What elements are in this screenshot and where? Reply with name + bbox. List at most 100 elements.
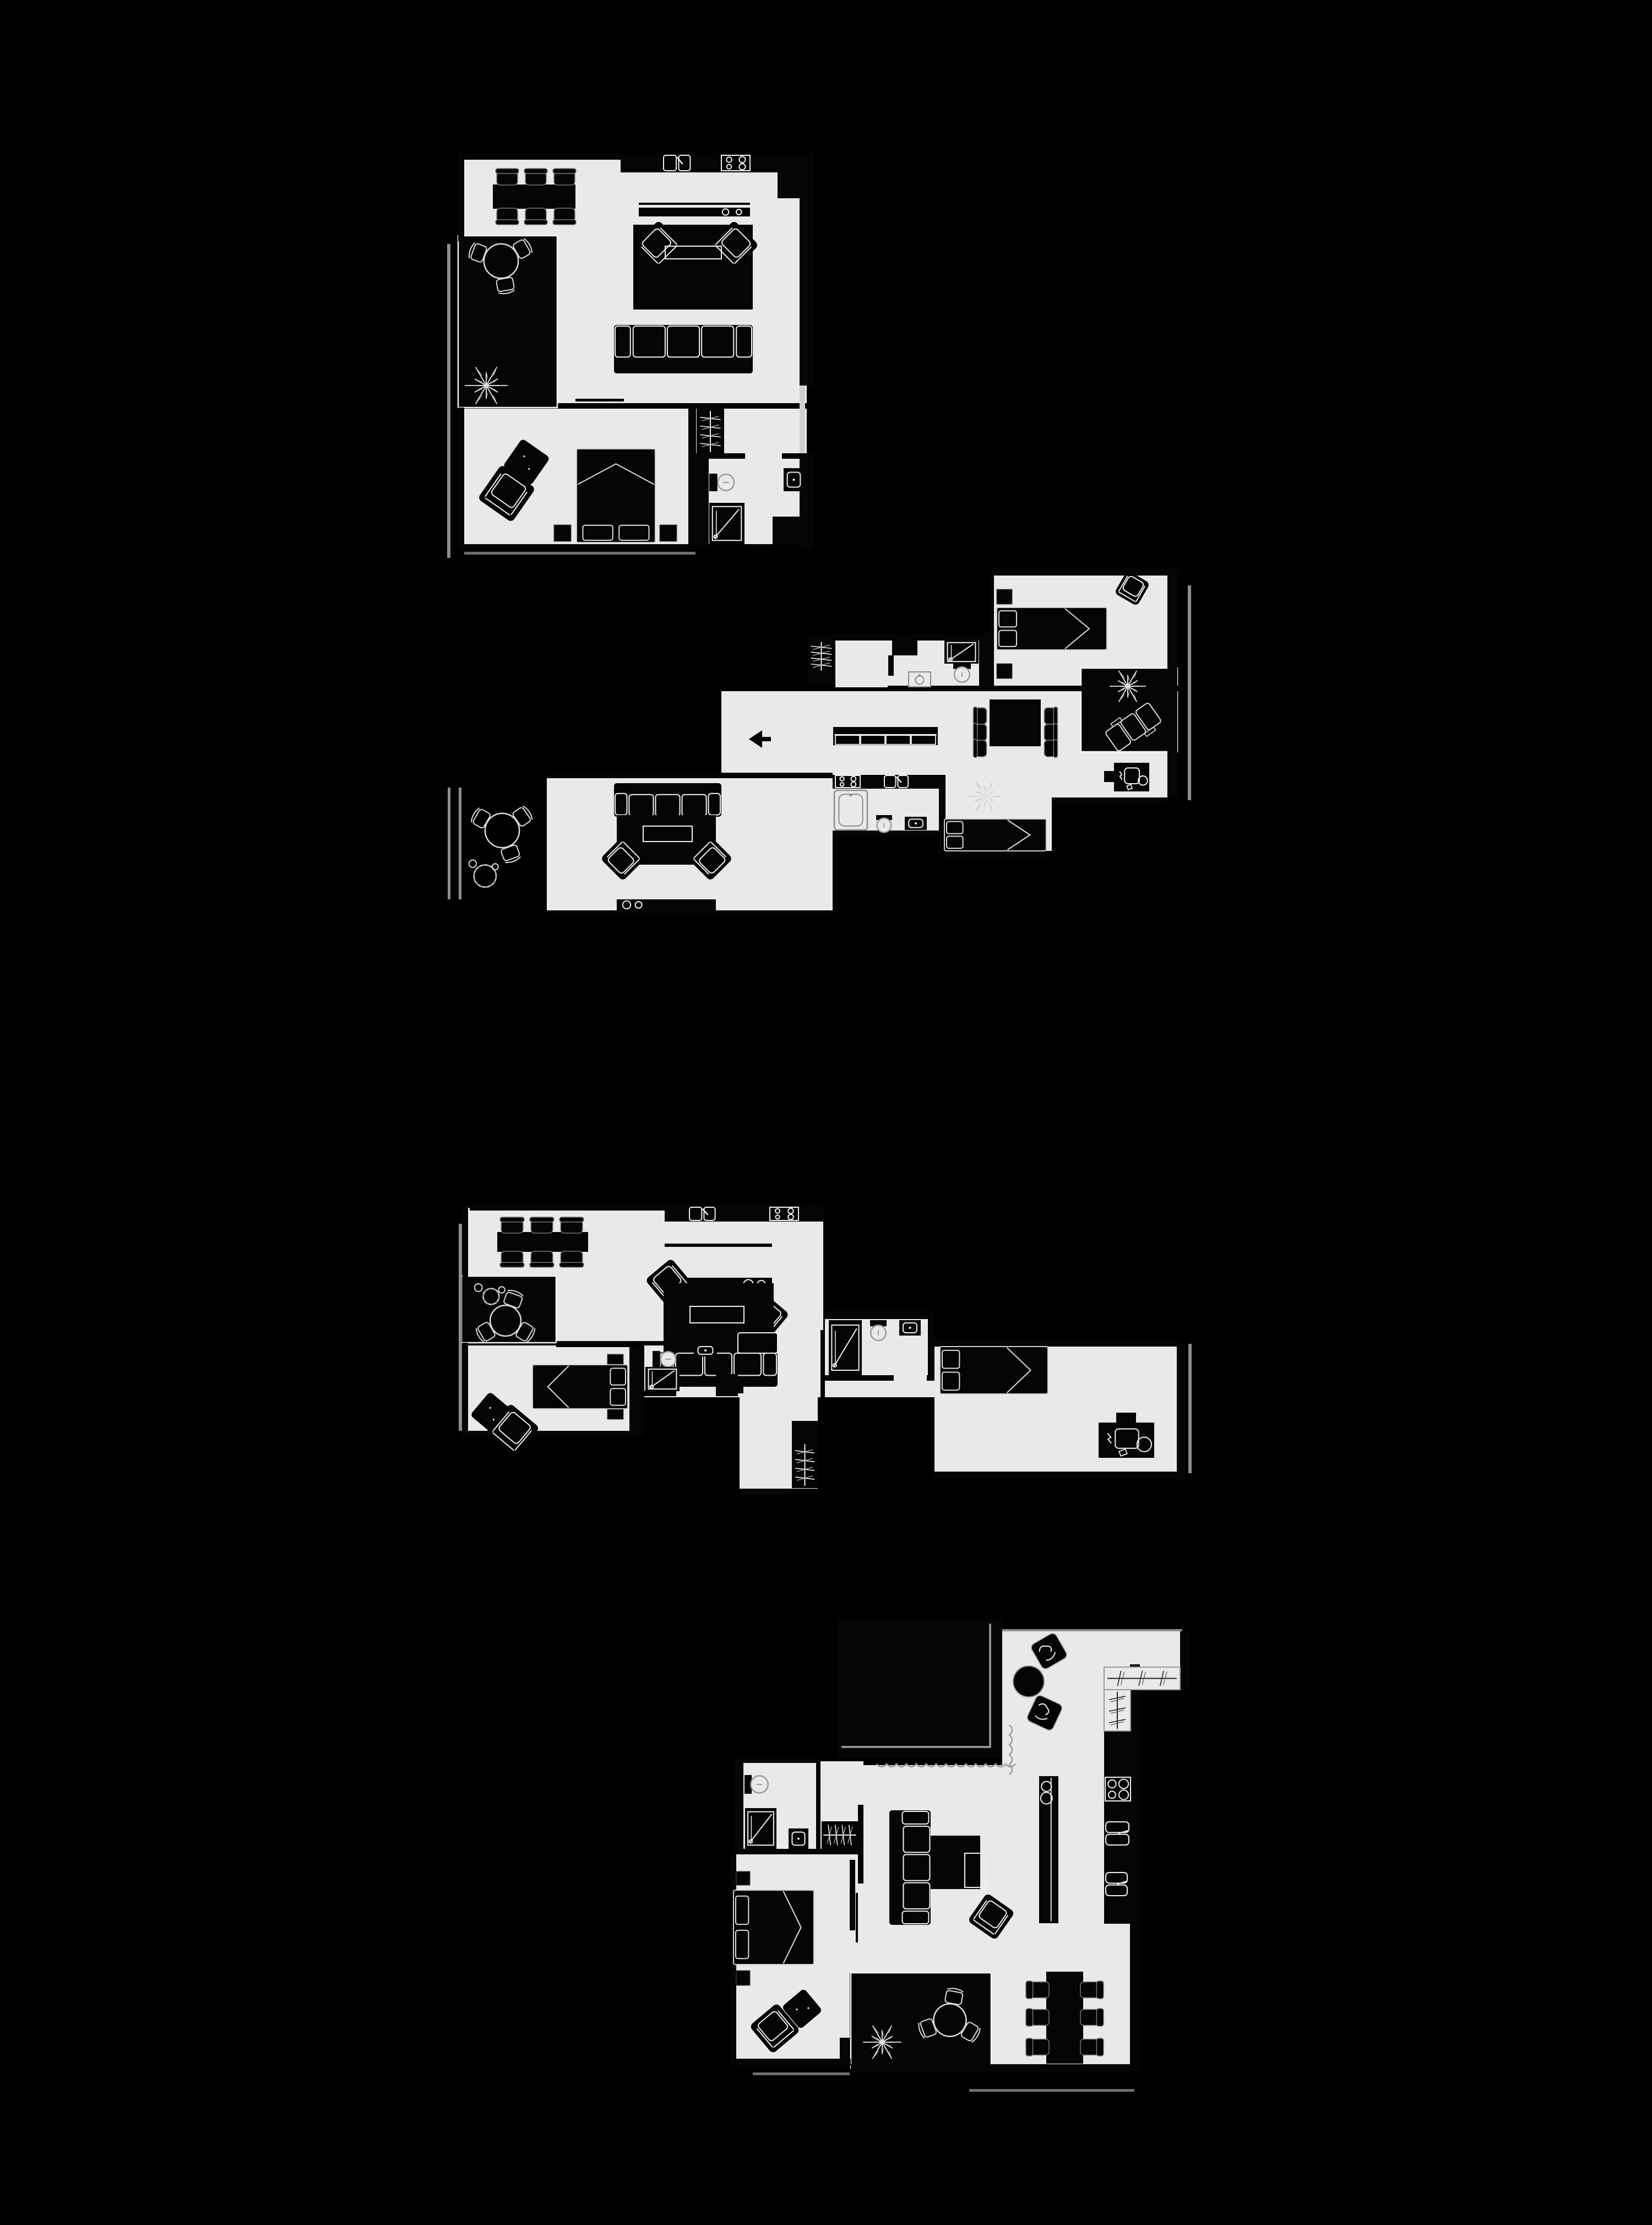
wardrobe-rail [807, 641, 835, 672]
wall [1180, 1631, 1189, 1690]
nightstand [996, 663, 1013, 679]
shower [944, 641, 979, 664]
wall [1130, 1664, 1140, 2070]
chair [1080, 2008, 1104, 2027]
wall [544, 778, 547, 910]
chair [529, 1217, 555, 1234]
black-box [792, 1421, 818, 1442]
wardrobe-rail [792, 1442, 818, 1488]
toilet [653, 1350, 677, 1368]
stove [769, 1207, 799, 1221]
apartment-plan-lower-middle [459, 1205, 1192, 1494]
wall [604, 403, 759, 409]
desk-set [1099, 1423, 1154, 1458]
wavy [1008, 1724, 1013, 1775]
stove [835, 775, 861, 788]
terrace-dark-room [1080, 667, 1178, 753]
armchair [635, 222, 682, 268]
wall [858, 1805, 863, 1884]
terrace-dark-room [460, 1275, 557, 1344]
chair [1080, 2038, 1104, 2056]
nightstand [553, 524, 572, 542]
boundary-line [459, 788, 461, 899]
bed [939, 1346, 1048, 1394]
coffee-table [665, 246, 722, 259]
chair [524, 168, 548, 186]
room-floor [825, 1380, 934, 1397]
wall [979, 641, 990, 686]
armchair [602, 838, 644, 880]
chair [972, 723, 987, 742]
armchair [689, 838, 731, 880]
fridge [1105, 1872, 1128, 1896]
stove [1105, 1777, 1131, 1801]
table-round-sketch [475, 1290, 536, 1343]
wall [716, 1391, 738, 1396]
chair [495, 168, 519, 186]
plant-star [863, 2025, 901, 2059]
black-box [773, 517, 804, 544]
wall [888, 686, 1178, 691]
dining-table [493, 184, 575, 209]
plant-star [1110, 670, 1146, 702]
entrance-arrow [749, 730, 771, 748]
wall [825, 1375, 894, 1381]
wall [991, 568, 1181, 576]
wavy [876, 1763, 1016, 1768]
desk-set [1114, 763, 1149, 791]
boundary-line [1188, 585, 1191, 800]
sketch-chair [512, 805, 533, 827]
dining-table [1046, 1972, 1083, 2064]
wall [1104, 1731, 1131, 1924]
chair-pattern [1030, 1632, 1068, 1670]
wall [547, 910, 833, 914]
toilet [876, 815, 892, 833]
wall [1052, 797, 1167, 803]
wall [816, 1759, 820, 1803]
wardrobe-rail [697, 409, 724, 454]
tv-bar [617, 899, 716, 910]
wall [934, 1472, 1185, 1479]
wall [825, 1311, 934, 1319]
sink-basin [694, 1344, 717, 1356]
wall [575, 399, 624, 401]
wall [850, 1860, 855, 1930]
island-h [833, 727, 938, 745]
chair [972, 739, 987, 758]
chair [1080, 1980, 1104, 1999]
table-round-sketch [468, 238, 533, 295]
sink-kitchen [689, 1207, 716, 1221]
black-box [1104, 771, 1114, 782]
black-box [807, 672, 835, 686]
wall [643, 1391, 676, 1396]
wall [990, 576, 994, 687]
bathtub [833, 789, 868, 831]
wall [1177, 1344, 1185, 1478]
shower [745, 1808, 776, 1849]
counter [833, 775, 939, 789]
shower [709, 503, 745, 544]
bed [944, 818, 1047, 851]
boundary-line [1002, 1629, 1182, 1631]
sofa [614, 325, 753, 373]
plant-star [465, 367, 508, 404]
sink-kitchen [663, 155, 691, 171]
armchair [1116, 572, 1149, 605]
wall [833, 831, 939, 837]
toilet [953, 664, 971, 683]
armchair [969, 1894, 1014, 1939]
wall [731, 2059, 851, 2065]
dining-table [497, 1232, 588, 1252]
shower [645, 1367, 680, 1391]
sink-basin [784, 468, 804, 491]
armchair [487, 1404, 539, 1456]
apartment-plan-bottom-right [731, 1619, 1189, 2092]
nightstand [659, 524, 677, 542]
nightstand [607, 1354, 624, 1365]
boundary-line [742, 1485, 793, 1488]
sketch-chair [470, 807, 491, 829]
chair [1044, 739, 1058, 758]
black-box [716, 1374, 738, 1391]
